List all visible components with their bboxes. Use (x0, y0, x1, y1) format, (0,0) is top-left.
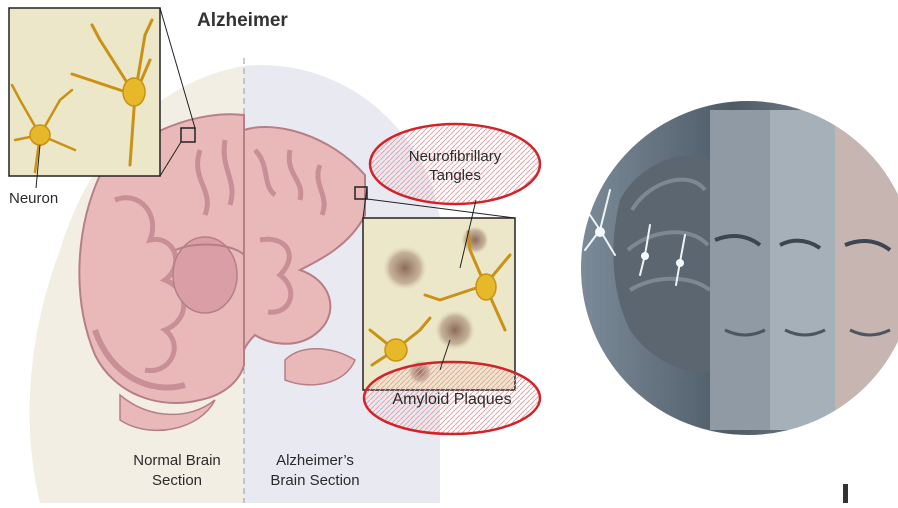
plaques-tangles-inset (363, 187, 515, 390)
plaques-label: Amyloid Plaques (364, 391, 540, 409)
tangles-label-line1: Neurofibrillary (370, 148, 540, 166)
normal-section-label-line1: Normal Brain (118, 452, 236, 470)
tangles-label-line2: Tangles (370, 167, 540, 185)
diagram-title: Alzheimer (197, 10, 288, 32)
decorative-bar (843, 484, 848, 503)
normal-section-label-line2: Section (118, 472, 236, 490)
neuron-label: Neuron (9, 190, 58, 208)
alzheimer-section-label-line2: Brain Section (250, 472, 380, 490)
alzheimer-section-label-line1: Alzheimer’s (250, 452, 380, 470)
